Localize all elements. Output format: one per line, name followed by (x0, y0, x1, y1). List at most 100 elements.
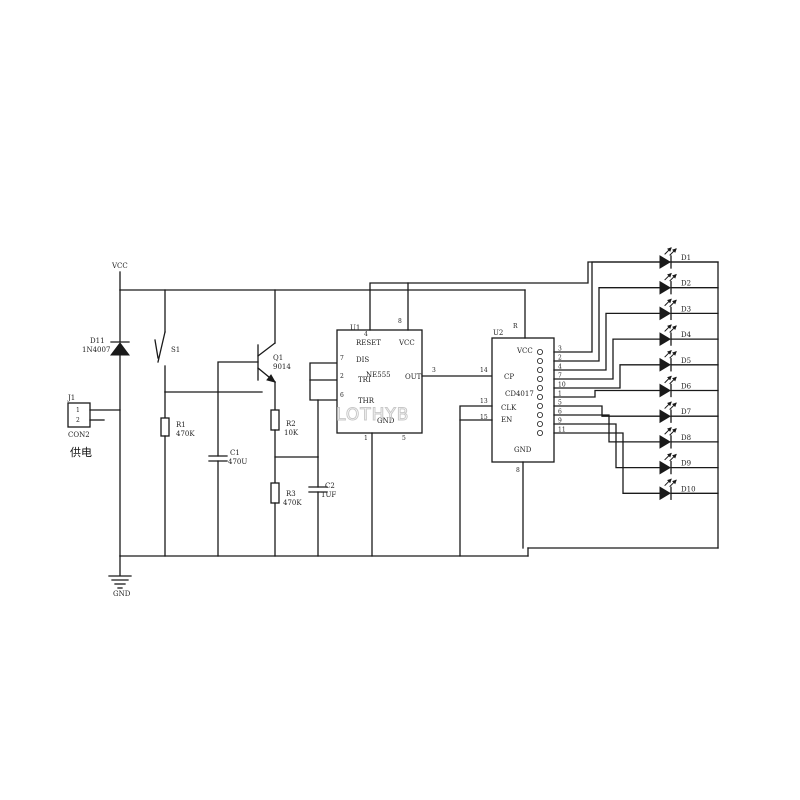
cd4017-output-pin-number: 11 (558, 427, 566, 434)
cd4017-output-pin-number: 2 (558, 355, 562, 362)
led-label: D2 (681, 280, 691, 288)
ne555-thr: THR (358, 397, 375, 405)
ne555-pin-4: 4 (364, 331, 368, 338)
led-label: D10 (681, 485, 696, 493)
led-label: D9 (681, 460, 691, 468)
resistor-r2 (270, 409, 280, 484)
ne555-pin-7: 7 (340, 355, 344, 362)
cd4017-clk: CLK (501, 404, 517, 412)
led-label: D3 (681, 305, 691, 313)
led: D6 (659, 375, 719, 398)
ne555-vcc: VCC (398, 339, 415, 347)
j1-pin-1: 1 (76, 407, 80, 414)
s1-ref: S1 (171, 346, 180, 354)
connector-j1 (67, 402, 121, 428)
ne555-reset: RESET (356, 339, 381, 347)
j1-ref: J1 (67, 394, 75, 402)
led: D7 (659, 401, 719, 424)
ne555-pin-8: 8 (398, 318, 402, 325)
output-wire (553, 364, 661, 389)
led-label: D6 (681, 383, 692, 391)
led-body (659, 409, 671, 424)
led: D1 (659, 247, 719, 269)
j1-pin-2: 2 (76, 417, 80, 424)
output-wire (553, 405, 661, 417)
resistor-r1 (160, 391, 170, 557)
cd4017-pin-8: 8 (516, 467, 520, 474)
switch-s1 (154, 289, 166, 393)
output-wire (553, 423, 661, 469)
led-label: D8 (681, 434, 691, 442)
cd4017-output-glyph (537, 429, 544, 436)
cd4017-output-glyph (537, 420, 544, 427)
watermark: LOTHYB (336, 405, 409, 425)
ne555-gnd: GND (377, 417, 395, 425)
cd4017-output-pin-number: 7 (558, 373, 562, 380)
output-wire (553, 338, 661, 380)
transistor-q1 (257, 289, 277, 411)
led: D3 (659, 298, 719, 321)
ne555-pin-1: 1 (364, 435, 368, 442)
led-body (659, 280, 671, 295)
ne555-pin-3: 3 (432, 367, 436, 374)
cd4017-output-pin-number: 9 (558, 418, 562, 425)
led-label: D4 (681, 331, 692, 339)
cd4017-output-glyph (537, 357, 544, 364)
cd4017-en: EN (501, 416, 512, 424)
r3-ref: R3 (286, 490, 296, 498)
ne555-pin-6: 6 (340, 392, 344, 399)
led-body (659, 332, 671, 346)
vcc-rail (119, 261, 719, 549)
capacitor-c1 (208, 361, 259, 557)
resistor-r3 (270, 482, 280, 557)
output-wire (553, 261, 661, 353)
ground-symbol (108, 575, 132, 589)
r2-ref: R2 (286, 420, 296, 428)
c2-ref: C2 (325, 482, 335, 490)
led-body (659, 460, 671, 475)
led-body (659, 255, 671, 269)
supply-label: 供电 (70, 445, 92, 459)
cd4017-gnd: GND (514, 446, 532, 454)
diode-d11 (110, 289, 130, 557)
ne555-name: NE555 (366, 371, 391, 379)
vcc-label: VCC (111, 262, 128, 270)
output-wire (553, 312, 661, 371)
cd4017-output-pin-number: 10 (558, 382, 566, 389)
r1-ref: R1 (176, 421, 186, 429)
cd4017-pin-13: 13 (480, 398, 488, 405)
cd4017-pin-r: R (513, 323, 518, 330)
ne555-chip (336, 329, 423, 434)
cd4017-output-pin-number: 6 (558, 409, 562, 416)
led: D5 (659, 350, 719, 372)
output-wire (553, 287, 661, 362)
cd4017-name: CD4017 (505, 390, 534, 398)
cd4017-output-glyph (537, 348, 544, 355)
led: D8 (659, 427, 719, 449)
led-body (659, 435, 671, 449)
cd4017-output-glyph (537, 375, 544, 382)
cd4017-output-pin-number: 3 (558, 346, 562, 353)
q1-part: 9014 (273, 363, 291, 371)
output-wire (553, 414, 661, 443)
cd4017-output-glyph (537, 393, 544, 400)
led-body (659, 486, 671, 501)
led-label: D1 (681, 254, 691, 262)
j1-name: CON2 (68, 431, 90, 439)
q1-ref: Q1 (273, 354, 283, 362)
cd4017-output-glyph (537, 384, 544, 391)
ne555-pin-5: 5 (402, 435, 406, 442)
c1-ref: C1 (230, 449, 240, 457)
d11-part: 1N4007 (82, 346, 110, 354)
led: D2 (659, 272, 719, 295)
ne555-tri: TRI (358, 376, 371, 384)
cd4017-output-pin-number: 5 (558, 400, 562, 407)
gnd-label: GND (113, 590, 131, 598)
cd4017-output-glyph (537, 402, 544, 409)
led: D9 (659, 452, 719, 475)
cd4017-output-glyph (537, 411, 544, 418)
led-body (659, 306, 671, 321)
cd4017-cp: CP (504, 373, 514, 381)
